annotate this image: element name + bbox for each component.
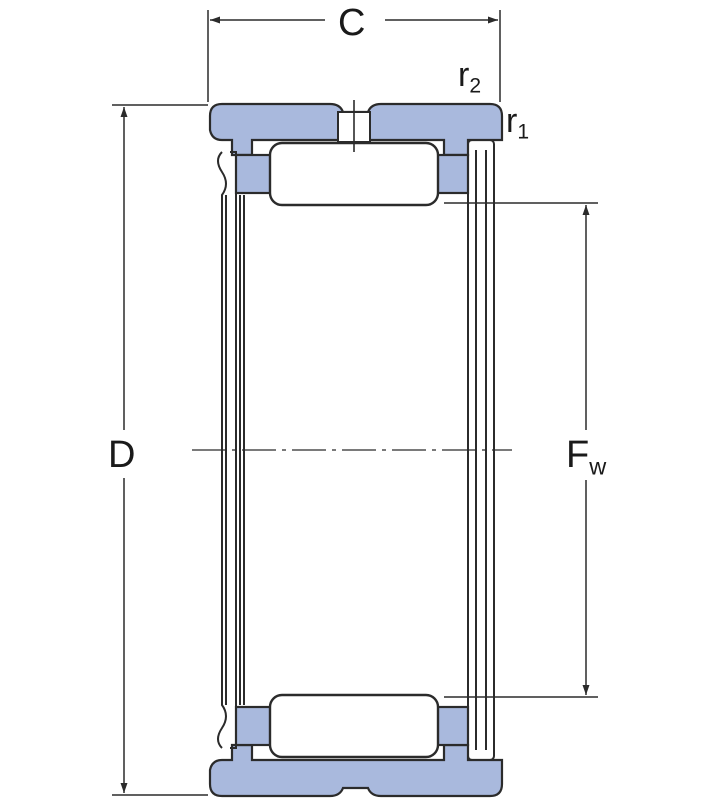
label-d-text: D bbox=[108, 434, 136, 476]
label-d: D bbox=[108, 436, 135, 474]
label-r1-main: r bbox=[506, 102, 518, 140]
label-fw: Fw bbox=[566, 436, 606, 479]
label-r1: r1 bbox=[506, 104, 529, 143]
label-c-text: C bbox=[338, 2, 366, 44]
label-fw-sub: w bbox=[589, 453, 607, 480]
outer-ring-section-bottom bbox=[208, 743, 504, 798]
lubrication-hole-top bbox=[337, 100, 371, 152]
label-r2-main: r bbox=[458, 56, 470, 94]
label-c: C bbox=[338, 4, 365, 42]
dimension-c bbox=[207, 10, 501, 102]
label-r1-sub: 1 bbox=[517, 120, 530, 144]
dimension-fw bbox=[444, 202, 598, 698]
label-r2: r2 bbox=[458, 58, 481, 97]
label-fw-main: F bbox=[566, 434, 590, 476]
label-r2-sub: 2 bbox=[469, 74, 482, 98]
needle-roller-top bbox=[268, 141, 440, 207]
dimension-d bbox=[112, 104, 208, 796]
needle-roller-bottom bbox=[268, 693, 440, 759]
